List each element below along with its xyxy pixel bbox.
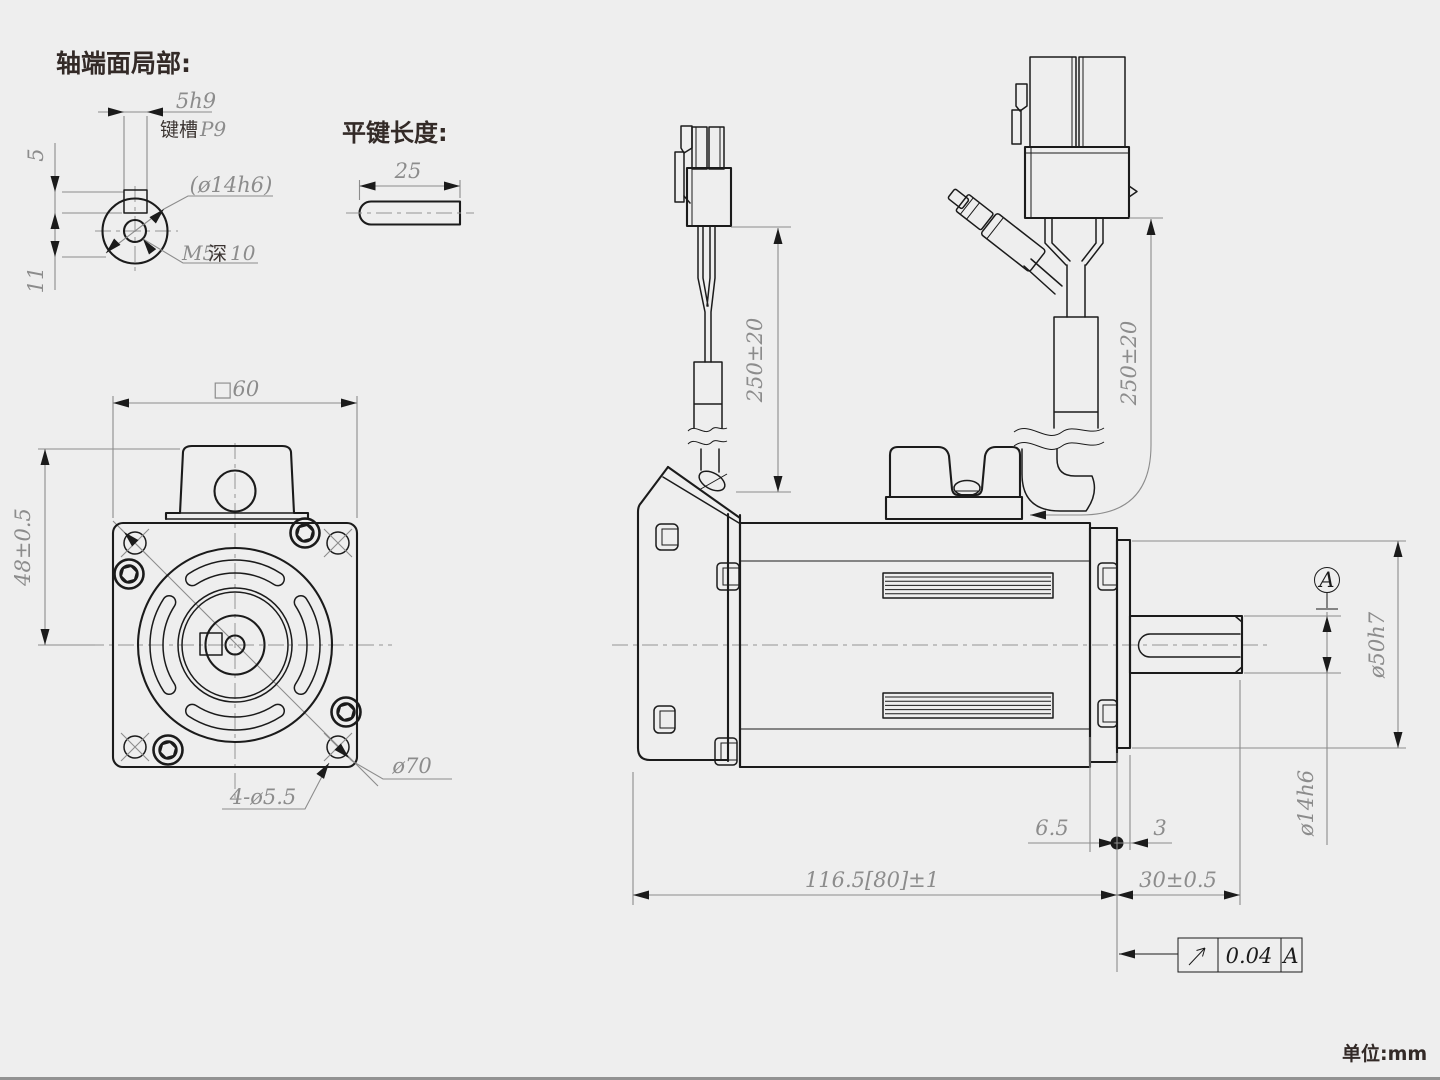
encoder-cable-stub — [700, 448, 720, 473]
keyway-slot — [123, 189, 148, 214]
encoder-cable-entry — [698, 470, 728, 492]
dim-height-to-center: 48±0.5 — [11, 508, 35, 587]
m5-tap-hole — [122, 218, 148, 244]
bearing-boss-outer — [177, 587, 293, 703]
dim-key-height: 5 — [24, 148, 48, 161]
cable-break-symbol — [687, 427, 728, 446]
flange-screws — [113, 517, 362, 766]
title-flat-key-length: 平键长度: — [342, 119, 448, 147]
power-connector — [1011, 56, 1138, 220]
flat-key-view: 25 — [346, 159, 474, 226]
bolt-circle-diagonal — [112, 520, 379, 787]
encoder-cable-assembly: 250±20 — [674, 125, 791, 493]
runout-symbol-icon — [1188, 947, 1206, 966]
dim-boss-offset: 6.5 — [1035, 816, 1068, 840]
diameter-dimensions: ø50h7 ø14h6 A — [1132, 540, 1406, 845]
ground-wire — [1023, 258, 1063, 295]
dim-bolt-circle: ø70 — [391, 754, 431, 778]
flange-outline — [111, 521, 359, 769]
bottom-edge-line — [0, 1077, 1440, 1080]
dim-pilot-diameter: ø50h7 — [1365, 611, 1389, 679]
tap-depth-label: 深 — [208, 243, 227, 265]
side-view-motor — [612, 445, 1270, 769]
dim-keyway-width: 5h9 — [176, 89, 216, 113]
dim-shaft-dia-ref: (ø14h6) — [190, 173, 273, 197]
encoder-wires — [697, 225, 716, 363]
power-cable-elbow — [1021, 448, 1096, 512]
shaft-chamfer — [1234, 615, 1243, 674]
cover-body-joint — [726, 512, 742, 769]
title-shaft-end-detail: 轴端面局部: — [56, 49, 191, 78]
dim-shaft-length: 30±0.5 — [1139, 868, 1217, 892]
shaft-section-circle — [101, 197, 169, 265]
dim-shaft-diameter: ø14h6 — [1294, 770, 1318, 837]
vent-slot-right — [293, 595, 321, 695]
encoder-cover-slope — [666, 465, 742, 520]
connector-latch — [680, 125, 693, 154]
tap-size: M5 — [181, 241, 215, 265]
datum-a-label: A — [1317, 568, 1334, 592]
dim-key-length: 25 — [394, 159, 422, 183]
encoder-cable-sleeve — [693, 361, 723, 429]
shaft-circle — [204, 614, 266, 676]
dim-frame-size: □60 — [213, 377, 260, 401]
power-cable-assembly: 250±20 — [947, 56, 1163, 520]
vent-slot-bottom — [185, 703, 285, 731]
connector-latch — [1015, 83, 1028, 112]
encoder-cover-outline — [636, 465, 730, 762]
dim-hub-depth: 11 — [24, 267, 48, 294]
dim-flange-thickness: 3 — [1153, 816, 1166, 840]
ground-lug — [947, 188, 1046, 272]
power-trunk — [1066, 264, 1086, 318]
top-connector-boss — [884, 445, 1024, 521]
tap-depth-value: 10 — [230, 241, 256, 265]
flat-key-outline — [358, 200, 462, 226]
vent-slot-top — [185, 559, 285, 587]
unit-label: 单位:mm — [1342, 1042, 1427, 1065]
dim-total-length: 116.5[80]±1 — [805, 868, 939, 892]
shaft-end-detail-view: 5h9 键槽 P9 (ø14h6) M5 深 10 5 11 — [24, 89, 273, 293]
pilot-flange — [1115, 538, 1132, 750]
power-cable-sleeve — [1053, 316, 1099, 429]
runout-value: 0.04 — [1226, 944, 1273, 968]
shaft-keyway — [199, 632, 223, 656]
power-wires — [1044, 217, 1104, 266]
front-housing-circle — [136, 546, 334, 744]
dim-power-cable-length: 250±20 — [1117, 321, 1141, 406]
dim-mounting-holes: 4-ø5.5 — [229, 785, 297, 809]
runout-tolerance-frame: 0.04 A — [1119, 937, 1303, 973]
cable-break-symbol — [1013, 427, 1105, 450]
keyway-fit: P9 — [199, 117, 226, 141]
runout-datum: A — [1281, 944, 1298, 968]
encoder-connector — [674, 125, 733, 228]
datum-a-symbol: A — [1314, 567, 1340, 610]
center-tap-hole — [224, 634, 246, 656]
output-shaft — [1128, 614, 1244, 675]
dim-encoder-cable-length: 250±20 — [743, 318, 767, 403]
bottom-dimensions: 6.5 3 116.5[80]±1 30±0.5 0.04 A — [632, 680, 1303, 973]
body-clips — [653, 523, 1118, 766]
cable-gland-dome — [953, 479, 981, 497]
shaft-keyway-slot — [1137, 633, 1241, 658]
keyway-label: 键槽 — [160, 119, 198, 141]
bump-hole — [213, 469, 257, 513]
bearing-boss-inner — [181, 591, 289, 699]
top-connector-bump — [164, 444, 310, 521]
vent-slot-left — [149, 595, 177, 695]
connector-side-tab — [1128, 185, 1138, 198]
front-view: □60 48±0.5 ø70 4-ø5.5 — [11, 377, 452, 810]
label-strips — [882, 572, 1054, 719]
